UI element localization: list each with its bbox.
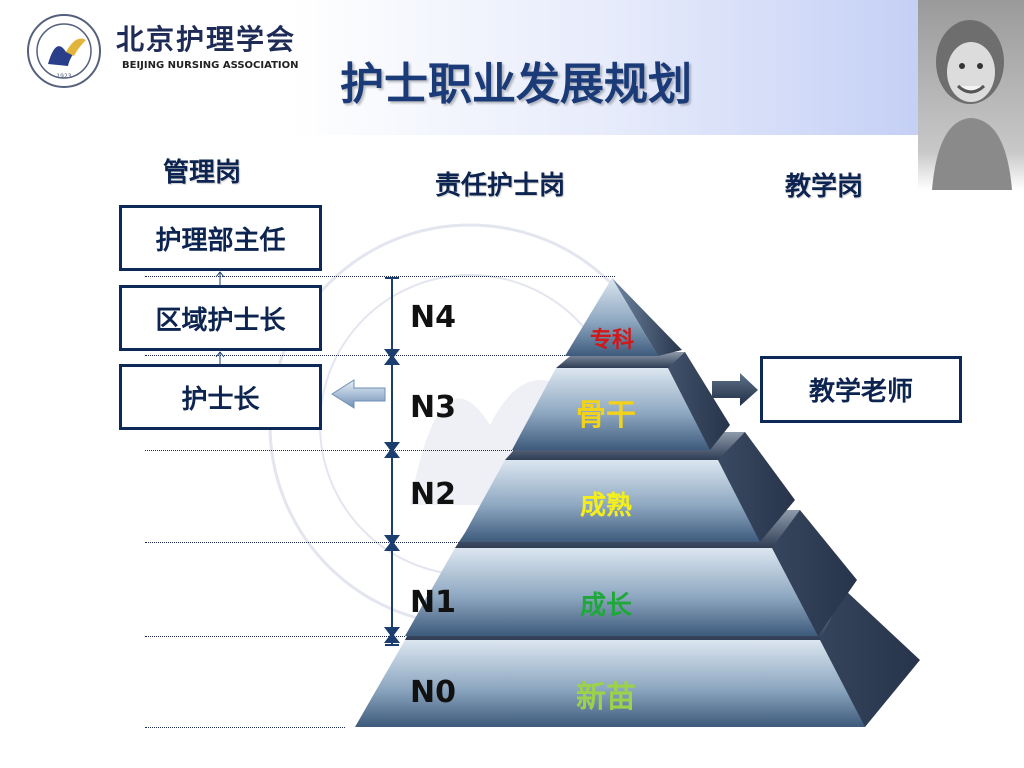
nurse-portrait-photo — [918, 0, 1024, 190]
header-gradient-band — [290, 0, 1024, 135]
level-bracket — [384, 277, 400, 646]
pyramid-tier-n4 — [565, 278, 682, 356]
logo-chinese-name: 北京护理学会 — [116, 23, 297, 56]
arrow-to-teaching-icon — [712, 373, 758, 406]
tier-front-face — [405, 548, 818, 636]
level-label-n4: N4 — [410, 300, 456, 335]
svg-text:1923: 1923 — [56, 73, 71, 80]
logo-english-name: BEIJING NURSING ASSOCIATION — [122, 60, 299, 71]
tier-front-face — [512, 368, 710, 450]
page-title: 护士职业发展规划 — [340, 59, 692, 110]
role-box-nursing-director: 护理部主任 — [119, 205, 322, 271]
role-box-teaching-teacher: 教学老师 — [760, 356, 962, 423]
tier-label-growing: 成长 — [579, 591, 633, 621]
tier-front-face — [460, 460, 760, 542]
role-box-regional-head-nurse: 区域护士长 — [119, 285, 322, 351]
level-divider-line — [145, 636, 405, 637]
responsible-nurse-column-heading: 责任护士岗 — [435, 171, 566, 201]
logo-emblem-icon: 1923 — [27, 14, 101, 88]
level-divider-line — [145, 727, 345, 728]
tier-label-specialist: 专科 — [589, 328, 635, 353]
level-label-n0: N0 — [410, 675, 456, 710]
tier-label-seedling: 新苗 — [576, 680, 636, 715]
level-label-n2: N2 — [410, 477, 456, 512]
tier-side-face — [612, 278, 682, 356]
tier-label-backbone: 骨干 — [576, 398, 636, 433]
role-box-head-nurse: 护士长 — [119, 364, 322, 430]
level-divider-line — [145, 276, 615, 277]
arrow-to-management-icon — [331, 379, 386, 409]
pyramid-tier-n2 — [460, 432, 795, 542]
tier-label-mature: 成熟 — [579, 491, 633, 521]
level-divider-line — [145, 450, 520, 451]
tier-front-face — [565, 278, 658, 356]
management-column-heading: 管理岗 — [163, 158, 242, 188]
teaching-column-heading: 教学岗 — [785, 172, 864, 202]
association-logo: 1923 北京护理学会 BEIJING NURSING ASSOCIATION — [18, 12, 318, 90]
tier-front-face — [355, 640, 865, 727]
promotion-up-arrows — [215, 271, 225, 364]
level-divider-line — [145, 355, 575, 356]
level-divider-line — [145, 542, 465, 543]
level-label-n1: N1 — [410, 585, 456, 620]
level-label-n3: N3 — [410, 390, 456, 425]
